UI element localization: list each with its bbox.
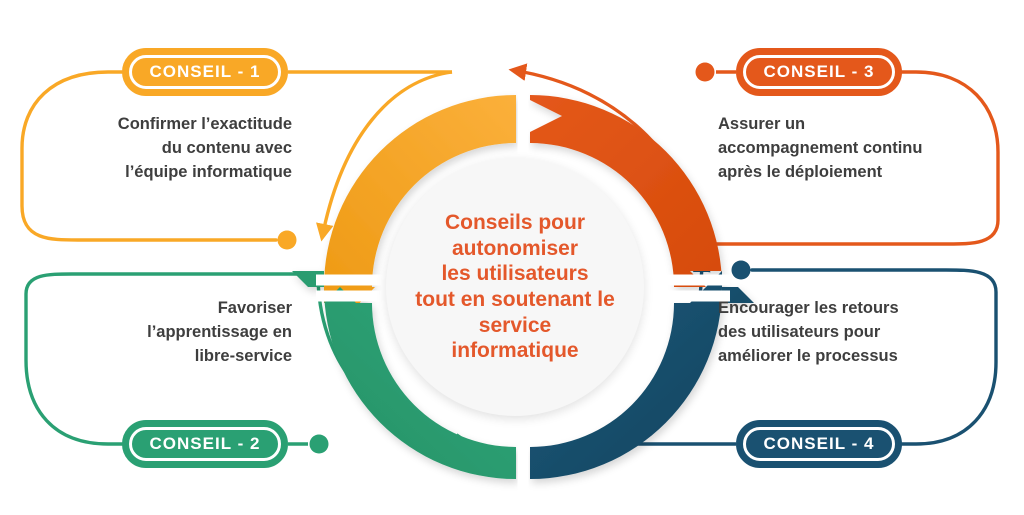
description-tip-2: Favoriser l’apprentissage en libre-servi… xyxy=(40,297,292,369)
desc4-line-3: améliorer le processus xyxy=(718,346,898,365)
badge-conseil-3[interactable]: CONSEIL - 3 xyxy=(736,48,902,96)
desc3-line-3: après le déploiement xyxy=(718,162,883,181)
center-hub-circle xyxy=(386,158,644,416)
desc2-line-3: libre-service xyxy=(194,346,292,365)
hub-line-4: tout en soutenant le xyxy=(415,288,615,311)
hub-line-6: informatique xyxy=(451,339,579,363)
desc2-line-2: l’apprentissage en xyxy=(147,322,292,341)
description-tip-3: Assurer un accompagnement continu après … xyxy=(718,113,990,185)
ring-band-yellow xyxy=(324,95,516,303)
desc4-line-1: Encourager les retours xyxy=(718,299,899,317)
hub-line-5: service xyxy=(478,313,552,337)
hub-line-2: autonomiser xyxy=(451,236,579,260)
ring-band-green xyxy=(292,271,516,479)
ring-separators xyxy=(316,86,730,492)
hub-line-3: les utilisateurs xyxy=(441,262,589,286)
description-tip-4: Encourager les retours des utilisateurs … xyxy=(718,297,990,369)
hub-line-1: Conseils pour xyxy=(444,211,586,235)
connector-tip-1 xyxy=(20,70,453,250)
desc1-line-1: Confirmer l’exactitude xyxy=(117,115,292,133)
ring-band-orange xyxy=(530,95,722,287)
description-tip-1: Confirmer l’exactitude du contenu avec l… xyxy=(40,113,292,185)
badge-label-2: CONSEIL - 2 xyxy=(149,434,261,453)
badge-label-3: CONSEIL - 3 xyxy=(763,62,875,81)
center-hub-text: Conseils pour autonomiser les utilisateu… xyxy=(386,158,644,416)
desc3-line-2: accompagnement continu xyxy=(718,138,923,157)
badge-conseil-2[interactable]: CONSEIL - 2 xyxy=(122,420,288,468)
desc3-line-1: Assurer un xyxy=(718,115,806,133)
connector-dot-tip-3 xyxy=(695,62,715,82)
desc2-line-1: Favoriser xyxy=(217,299,292,317)
connector-dot-tip-4 xyxy=(731,260,751,280)
badge-label-1: CONSEIL - 1 xyxy=(149,62,261,81)
connector-dot-tip-2 xyxy=(309,434,329,454)
badge-conseil-1[interactable]: CONSEIL - 1 xyxy=(122,48,288,96)
desc1-line-3: l’équipe informatique xyxy=(125,162,292,181)
badge-conseil-4[interactable]: CONSEIL - 4 xyxy=(736,420,902,468)
badge-label-4: CONSEIL - 4 xyxy=(763,434,875,453)
connector-dot-tip-1 xyxy=(277,230,297,250)
ring-band-navy xyxy=(530,271,754,479)
desc1-line-2: du contenu avec xyxy=(161,138,292,157)
desc4-line-2: des utilisateurs pour xyxy=(718,322,881,341)
